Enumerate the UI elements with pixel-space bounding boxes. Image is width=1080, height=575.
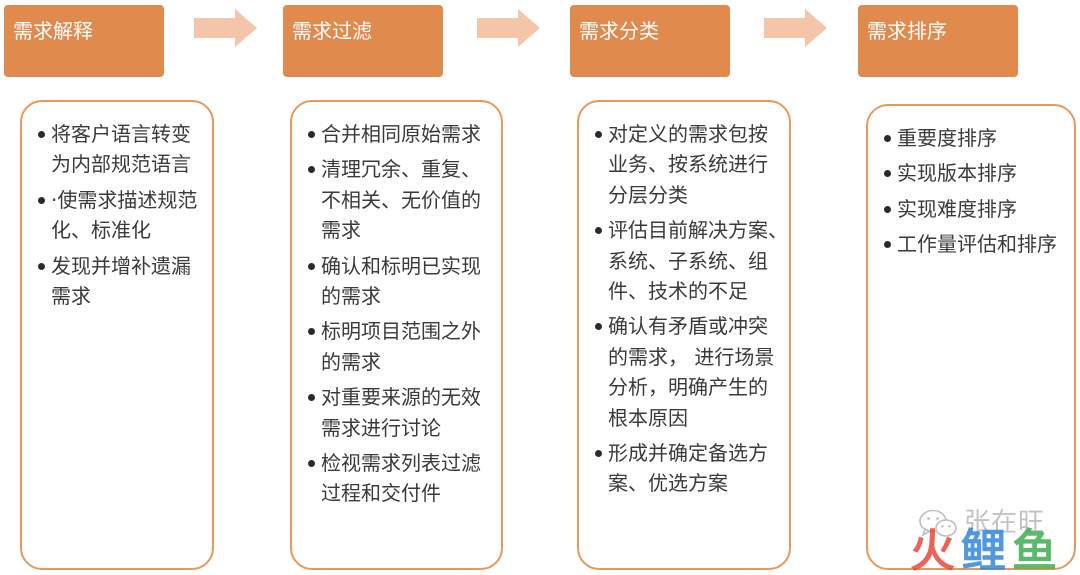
list-item: 实现难度排序 <box>884 194 1074 224</box>
bullet-icon <box>308 460 315 468</box>
list-item-line: 分层分类 <box>608 182 688 207</box>
bullet-icon <box>595 323 602 331</box>
list-item-line: 检视需求列表过滤 <box>321 451 481 476</box>
list-item-line: 业务、按系统进行 <box>608 152 768 177</box>
list-item-line: 合并相同原始需求 <box>321 122 481 146</box>
list-item: 实现版本排序 <box>884 158 1074 188</box>
bullet-icon <box>308 394 315 402</box>
list-item-line: 分析，明确产生的 <box>608 375 768 400</box>
list-item: ·使需求描述规范 化、标准化 <box>38 185 212 246</box>
bullet-icon <box>595 131 602 138</box>
bullet-icon <box>38 131 45 138</box>
bullet-icon <box>308 328 315 336</box>
list-item-line: ·使需求描述规范 <box>51 187 198 212</box>
list-item: 对定义的需求包按 业务、按系统进行 分层分类 <box>595 119 789 210</box>
bullet-icon <box>595 450 602 458</box>
wechat-icon <box>918 508 958 540</box>
bullet-icon <box>38 196 45 204</box>
bullet-list: 对定义的需求包按 业务、按系统进行 分层分类 评估目前解决方案、 系统、子系统、… <box>579 102 789 499</box>
watermark-brand-char: 鱼 <box>1012 524 1058 575</box>
list-item-line: 的需求， 进行场景 <box>608 344 775 369</box>
list-item-line: 形成并确定备选方 <box>608 441 768 466</box>
bullet-list: 重要度排序 实现版本排序 实现难度排序 工作量评估和排序 <box>868 106 1074 260</box>
list-item-line: 需求 <box>321 218 361 243</box>
list-item-line: 实现难度排序 <box>897 196 1017 221</box>
list-item-line: 重要度排序 <box>897 126 997 150</box>
stage-box-interpret: 将客户语言转变 为内部规范语言 ·使需求描述规范 化、标准化 发现并增补遗漏 需… <box>20 100 214 570</box>
bullet-icon <box>884 241 891 249</box>
list-item-line: 化、标准化 <box>51 218 151 243</box>
bullet-list: 将客户语言转变 为内部规范语言 ·使需求描述规范 化、标准化 发现并增补遗漏 需… <box>22 102 212 311</box>
list-item-line: 将客户语言转变 <box>51 122 191 146</box>
list-item: 工作量评估和排序 <box>884 229 1074 259</box>
list-item-line: 过程和交付件 <box>321 481 441 506</box>
list-item-line: 案、优选方案 <box>608 471 728 496</box>
arrow-right-icon <box>764 9 827 47</box>
stage-header-classify: 需求分类 <box>570 5 730 77</box>
watermark-brand-logo: 火鲤鱼 <box>910 528 1063 573</box>
list-item-line: 不相关、无价值的 <box>321 187 481 212</box>
list-item-line: 工作量评估和排序 <box>897 232 1057 257</box>
bullet-icon <box>308 131 315 138</box>
list-item-line: 对重要来源的无效 <box>321 385 481 410</box>
watermark-brand-char: 鲤 <box>961 524 1007 575</box>
arrow-right-icon <box>477 9 540 47</box>
list-item-line: 为内部规范语言 <box>51 152 191 177</box>
list-item-line: 系统、子系统、组 <box>608 248 768 273</box>
stage-box-filter: 合并相同原始需求 清理冗余、重复、 不相关、无价值的 需求 确认和标明已实现 的… <box>290 100 503 570</box>
stage-box-prioritize: 重要度排序 实现版本排序 实现难度排序 工作量评估和排序 <box>866 104 1076 570</box>
list-item-line: 需求进行讨论 <box>321 415 441 440</box>
stage-title: 需求排序 <box>867 19 947 43</box>
list-item-line: 标明项目范围之外 <box>321 319 481 344</box>
list-item-line: 根本原因 <box>608 405 688 430</box>
stage-header-filter: 需求过滤 <box>283 5 443 77</box>
stage-title: 需求过滤 <box>292 19 372 43</box>
list-item-line: 确认和标明已实现 <box>321 253 481 278</box>
list-item: 清理冗余、重复、 不相关、无价值的 需求 <box>308 154 501 245</box>
list-item-line: 确认有矛盾或冲突 <box>608 314 768 339</box>
list-item-line: 的需求 <box>321 349 381 374</box>
stage-title: 需求分类 <box>579 19 659 43</box>
arrow-right-icon <box>194 9 257 47</box>
list-item: 重要度排序 <box>884 123 1074 153</box>
list-item-line: 发现并增补遗漏 <box>51 253 191 278</box>
stage-box-classify: 对定义的需求包按 业务、按系统进行 分层分类 评估目前解决方案、 系统、子系统、… <box>577 100 791 570</box>
list-item: 确认和标明已实现 的需求 <box>308 251 501 312</box>
list-item-line: 需求 <box>51 284 91 309</box>
list-item: 评估目前解决方案、 系统、子系统、组 件、技术的不足 <box>595 215 789 306</box>
bullet-icon <box>884 205 891 213</box>
list-item: 标明项目范围之外 的需求 <box>308 316 501 377</box>
list-item: 形成并确定备选方 案、优选方案 <box>595 438 789 499</box>
bullet-icon <box>308 262 315 270</box>
stage-header-interpret: 需求解释 <box>4 5 164 77</box>
bullet-icon <box>308 166 315 174</box>
bullet-icon <box>595 227 602 235</box>
bullet-icon <box>884 170 891 178</box>
list-item: 发现并增补遗漏 需求 <box>38 251 212 312</box>
list-item: 合并相同原始需求 <box>308 119 501 149</box>
list-item: 确认有矛盾或冲突 的需求， 进行场景 分析，明确产生的 根本原因 <box>595 311 789 433</box>
bullet-icon <box>38 262 45 270</box>
watermark-author: 张在旺 <box>964 508 1046 538</box>
list-item-line: 清理冗余、重复、 <box>321 157 481 182</box>
list-item: 对重要来源的无效 需求进行讨论 <box>308 382 501 443</box>
bullet-icon <box>884 135 891 142</box>
list-item-line: 的需求 <box>321 284 381 309</box>
watermark-brand-char: 火 <box>910 524 956 575</box>
list-item: 检视需求列表过滤 过程和交付件 <box>308 448 501 509</box>
stage-title: 需求解释 <box>13 19 93 43</box>
bullet-list: 合并相同原始需求 清理冗余、重复、 不相关、无价值的 需求 确认和标明已实现 的… <box>292 102 501 509</box>
stage-header-prioritize: 需求排序 <box>858 5 1018 77</box>
list-item-line: 件、技术的不足 <box>608 279 748 304</box>
list-item-line: 实现版本排序 <box>897 161 1017 186</box>
list-item-line: 评估目前解决方案、 <box>608 218 788 243</box>
list-item-line: 对定义的需求包按 <box>608 122 768 146</box>
list-item: 将客户语言转变 为内部规范语言 <box>38 119 212 180</box>
